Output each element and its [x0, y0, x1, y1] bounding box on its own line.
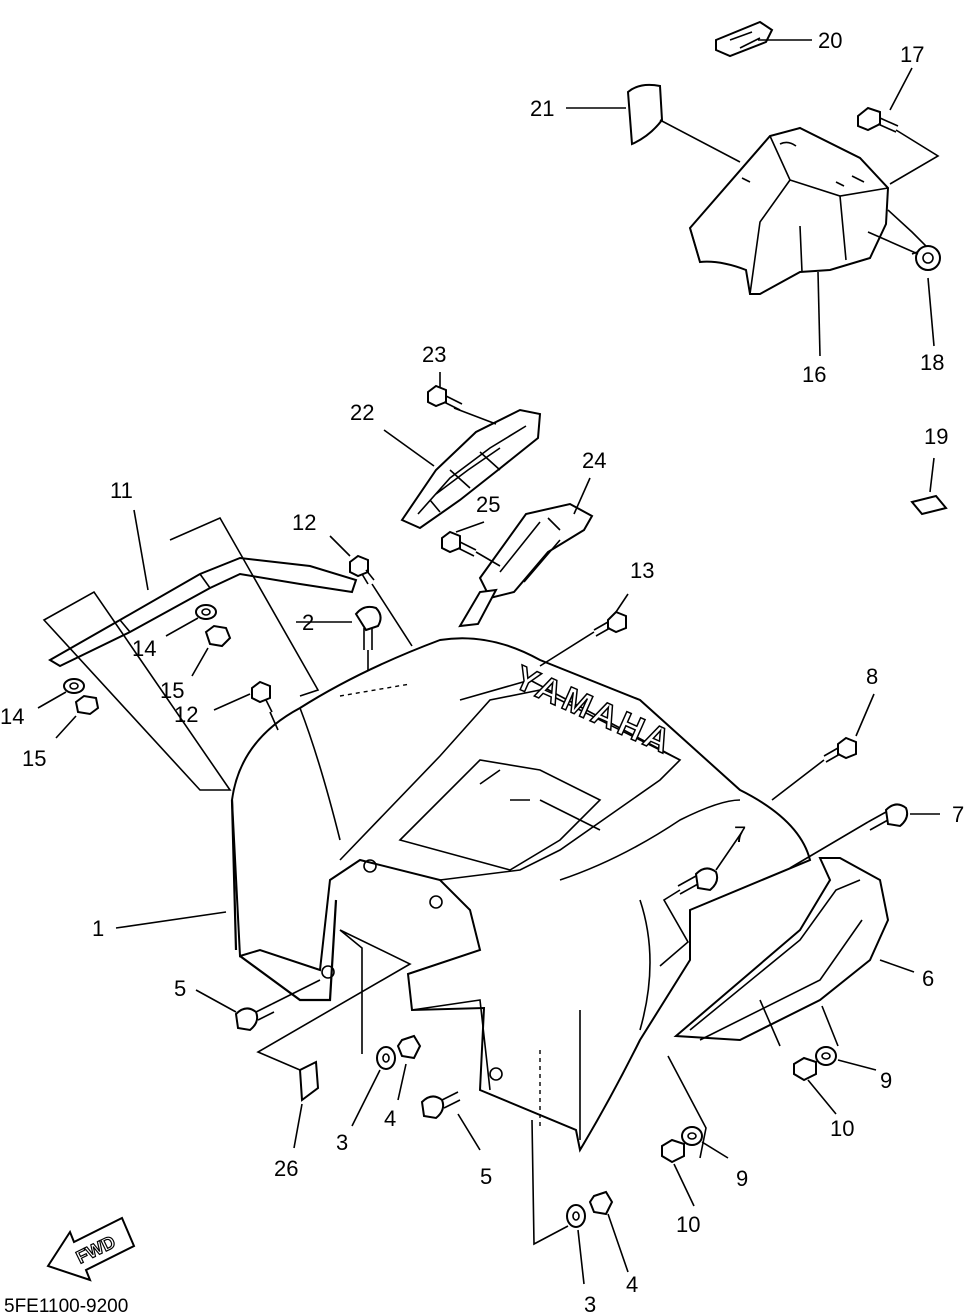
part-18-nut[interactable] — [915, 245, 941, 271]
callout-7-lower: 7 — [734, 822, 746, 847]
callout-16: 16 — [802, 362, 826, 387]
part-12-bolt-lower[interactable] — [251, 680, 273, 713]
part-5-bolt-right[interactable] — [420, 1091, 461, 1120]
callout-21: 21 — [530, 96, 554, 121]
callout-4-middle: 4 — [384, 1106, 396, 1131]
part-9-washer-upper[interactable] — [815, 1046, 837, 1066]
callout-12-upper: 12 — [292, 510, 316, 535]
callout-23: 23 — [422, 342, 446, 367]
part-13-bolt[interactable] — [593, 610, 627, 637]
fwd-direction-arrow: FWD — [46, 1216, 136, 1282]
part-16-storage-box[interactable] — [688, 126, 930, 295]
callout-10-upper: 10 — [830, 1116, 854, 1141]
part-3-washer-middle[interactable] — [376, 1046, 396, 1070]
callout-5-left: 5 — [174, 976, 186, 1001]
part-25-bolt[interactable] — [441, 530, 477, 557]
part-21-label[interactable] — [626, 83, 664, 146]
callout-7-upper: 7 — [952, 802, 964, 827]
part-20-clip[interactable] — [715, 20, 774, 58]
callout-26: 26 — [274, 1156, 298, 1181]
callout-11: 11 — [110, 478, 133, 503]
leader-lines — [37, 39, 940, 1285]
part-17-bolt[interactable] — [857, 106, 899, 133]
callout-17: 17 — [900, 42, 924, 67]
part-15-nut-lower[interactable] — [74, 694, 100, 716]
part-10-nut-lower[interactable] — [661, 1138, 685, 1164]
callout-15-lower: 15 — [22, 746, 46, 771]
callout-14-lower: 14 — [0, 704, 24, 729]
part-22-grille[interactable] — [400, 408, 542, 530]
callout-3-middle: 3 — [336, 1130, 348, 1155]
callout-1: 1 — [92, 916, 104, 941]
callout-24: 24 — [582, 448, 606, 473]
callout-5-right: 5 — [480, 1164, 492, 1189]
callout-2: 2 — [302, 610, 314, 635]
part-12-bolt-upper[interactable] — [349, 554, 375, 585]
part-15-nut-upper[interactable] — [204, 624, 232, 648]
part-1-rear-fender[interactable] — [230, 637, 812, 1153]
part-14-washer-lower[interactable] — [63, 678, 85, 694]
part-5-bolt-left[interactable] — [234, 1003, 275, 1032]
callout-25: 25 — [476, 492, 500, 517]
callout-19: 19 — [924, 424, 948, 449]
part-24-bracket[interactable] — [458, 502, 594, 628]
callout-15-upper: 15 — [160, 678, 184, 703]
part-4-nut-bottom[interactable] — [588, 1190, 614, 1216]
callout-labels: 1 2 3 4 3 4 5 5 6 7 7 8 9 9 10 10 11 12 … — [0, 28, 964, 1316]
callout-9-lower: 9 — [736, 1166, 748, 1191]
callout-12-lower: 12 — [174, 702, 198, 727]
callout-14-upper: 14 — [132, 636, 156, 661]
part-3-washer-bottom[interactable] — [566, 1204, 586, 1228]
part-8-bolt[interactable] — [823, 736, 857, 763]
part-6-mud-flap[interactable] — [673, 857, 890, 1042]
part-19-pad[interactable] — [910, 494, 948, 516]
callout-4-bottom: 4 — [626, 1272, 638, 1297]
part-14-washer-upper[interactable] — [195, 604, 217, 620]
callout-6: 6 — [922, 966, 934, 991]
part-11-side-rail[interactable] — [42, 516, 358, 791]
callout-9-upper: 9 — [880, 1068, 892, 1093]
callout-3-bottom: 3 — [584, 1292, 596, 1316]
callout-22: 22 — [350, 400, 374, 425]
callout-20: 20 — [818, 28, 842, 53]
part-9-washer-lower[interactable] — [681, 1126, 703, 1146]
callout-10-lower: 10 — [676, 1212, 700, 1237]
part-26-clip[interactable] — [298, 1060, 320, 1102]
callout-18: 18 — [920, 350, 944, 375]
part-7-bolt-upper[interactable] — [867, 803, 909, 831]
part-7-bolt-lower[interactable] — [677, 867, 719, 895]
diagram-code: 5FE1100-9200 — [4, 1296, 128, 1316]
part-4-nut-middle[interactable] — [396, 1034, 422, 1060]
callout-8: 8 — [866, 664, 878, 689]
callout-13: 13 — [630, 558, 654, 583]
part-10-nut-upper[interactable] — [793, 1056, 817, 1082]
part-23-bolt[interactable] — [427, 384, 463, 411]
